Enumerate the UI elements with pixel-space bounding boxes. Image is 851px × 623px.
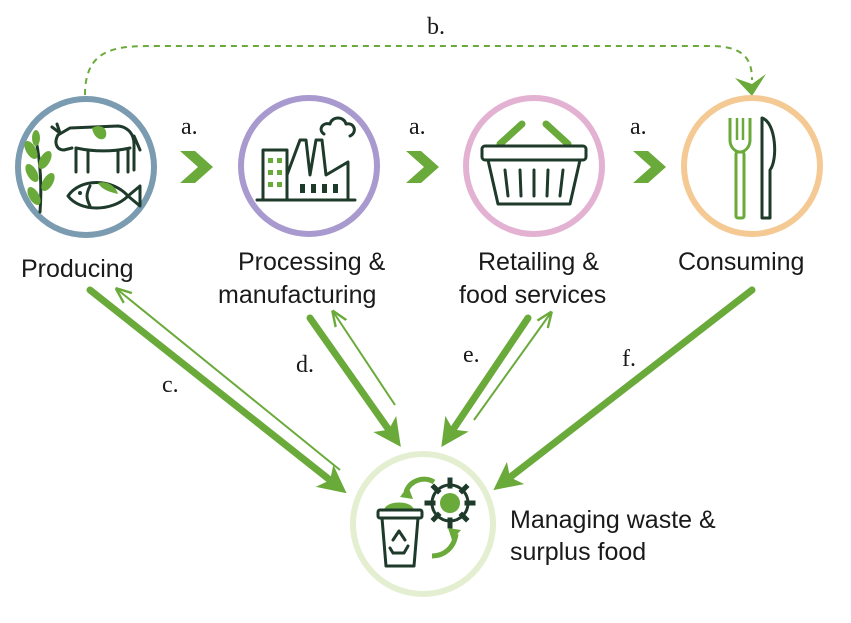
arrow-f-to-managing bbox=[493, 286, 756, 491]
recycle-bin-gear-icon bbox=[376, 476, 476, 568]
arrow-label-a3: a. bbox=[630, 114, 647, 140]
arrow-b-head bbox=[735, 74, 766, 96]
retailing-ring bbox=[463, 95, 605, 237]
arrow-label-e: e. bbox=[463, 342, 480, 368]
node-processing bbox=[238, 95, 380, 237]
arrow-d-return bbox=[334, 313, 396, 406]
chevron-a1-icon bbox=[180, 151, 213, 183]
factory-icon bbox=[255, 116, 357, 202]
processing-label-line1: Processing & bbox=[238, 248, 386, 276]
retailing-label-line1: Retailing & bbox=[478, 248, 599, 276]
node-producing bbox=[15, 96, 157, 238]
arrow-b-dashed bbox=[84, 44, 766, 96]
node-managing bbox=[350, 451, 496, 597]
chevron-a2-icon bbox=[406, 151, 439, 183]
arrow-label-b: b. bbox=[427, 14, 445, 40]
shopping-basket-icon bbox=[480, 120, 588, 206]
arrow-label-a2: a. bbox=[409, 114, 426, 140]
fork-knife-icon bbox=[728, 116, 777, 220]
arrow-c-to-managing bbox=[86, 286, 347, 494]
cow-fish-plant-icon bbox=[24, 122, 142, 214]
arrow-d-to-managing bbox=[306, 314, 401, 447]
chevron-a3-icon bbox=[633, 151, 666, 183]
node-retailing bbox=[463, 95, 605, 237]
arrow-label-d: d. bbox=[296, 352, 314, 378]
consuming-label: Consuming bbox=[678, 248, 804, 276]
arrow-label-c: c. bbox=[162, 372, 179, 398]
managing-label-line2: surplus food bbox=[510, 538, 646, 566]
processing-label-line2: manufacturing bbox=[218, 281, 376, 309]
producing-label: Producing bbox=[21, 255, 134, 283]
consuming-ring bbox=[681, 95, 823, 237]
managing-ring bbox=[350, 451, 496, 597]
node-consuming bbox=[681, 95, 823, 237]
arrow-e-return bbox=[473, 314, 550, 421]
arrow-c-return bbox=[118, 290, 341, 471]
retailing-label-line2: food services bbox=[459, 281, 606, 309]
arrow-label-f: f. bbox=[622, 346, 636, 372]
managing-label-line1: Managing waste & bbox=[510, 506, 716, 534]
arrow-e-to-managing bbox=[441, 314, 532, 447]
arrow-label-a1: a. bbox=[181, 114, 198, 140]
